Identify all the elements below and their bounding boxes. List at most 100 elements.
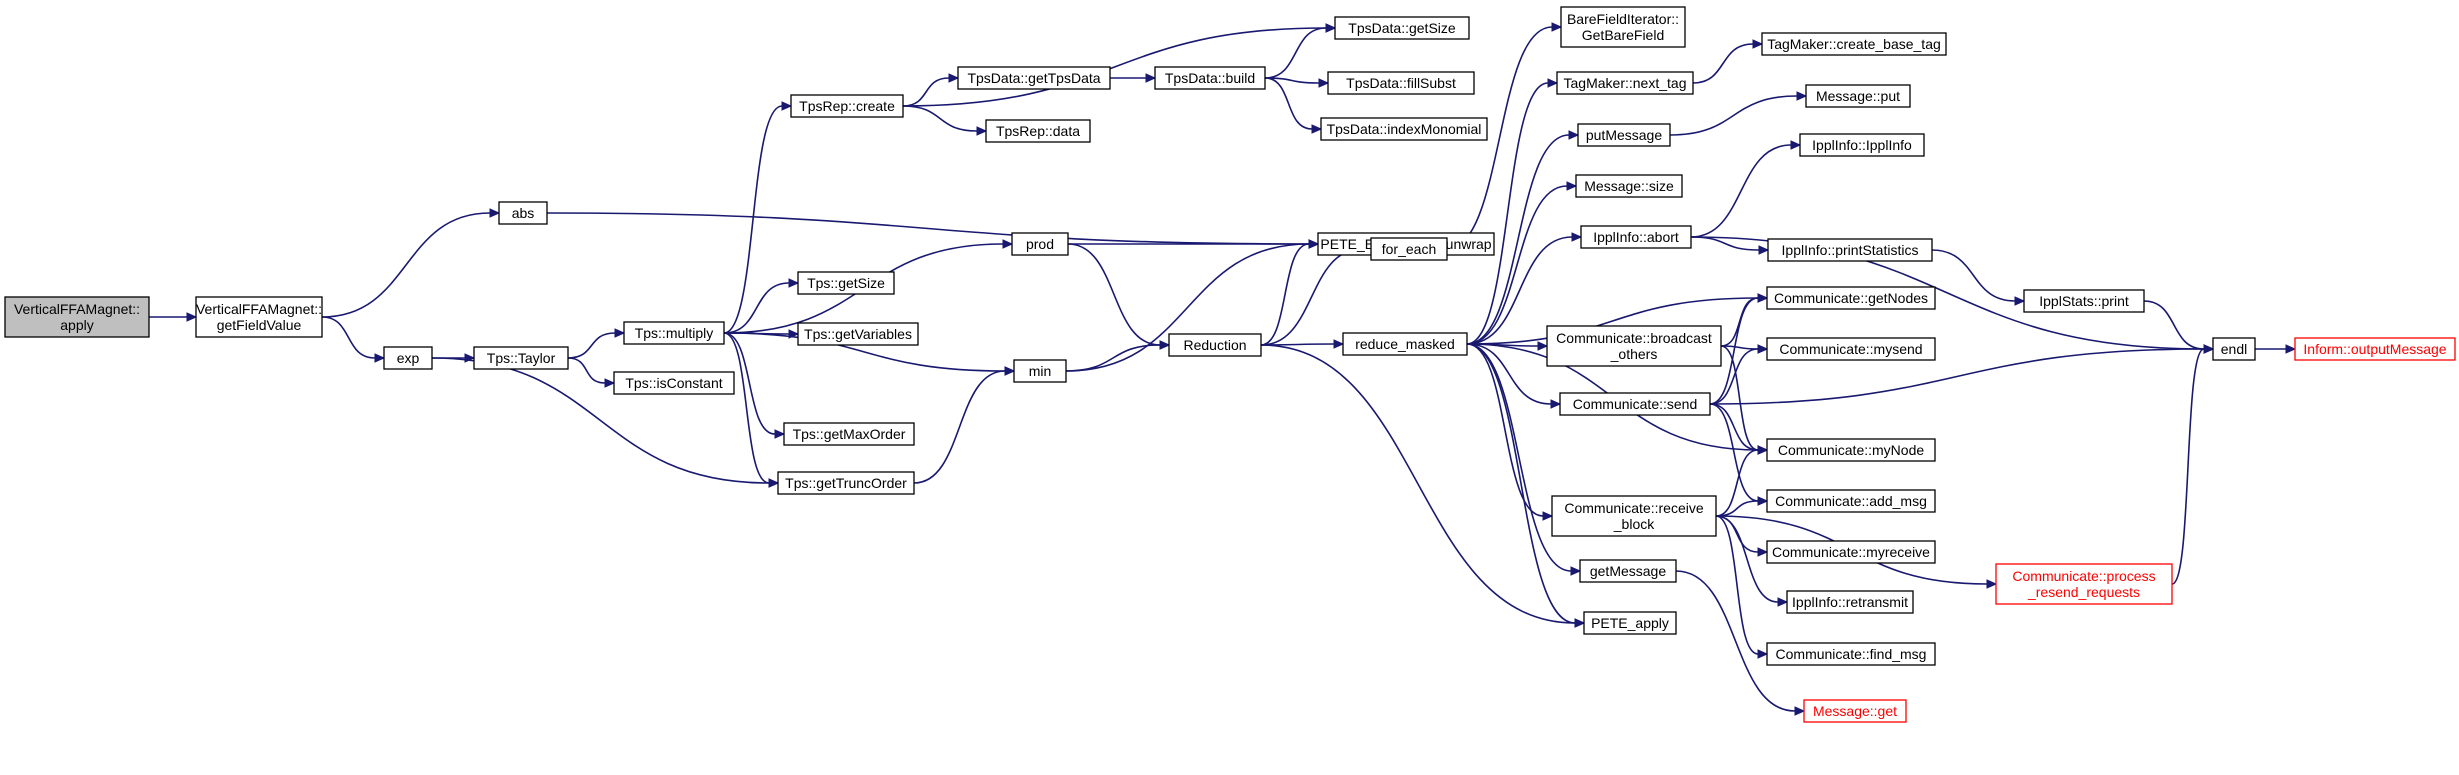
node-box bbox=[1803, 699, 1907, 723]
edge-tpsdata_build-to-tpsdata_indexmonomial bbox=[1264, 77, 1313, 130]
arrowhead-tpsdata_gettpsdata-to-tpsdata_build bbox=[1145, 73, 1157, 83]
node-communicate-receive-block[interactable]: Communicate::receive_block bbox=[1551, 495, 1717, 537]
arrowhead-communicate_process_resend-to-endl bbox=[2203, 344, 2215, 354]
node-endl[interactable]: endl bbox=[2212, 337, 2256, 361]
node-box bbox=[1766, 286, 1936, 310]
edge-tps_multiply-to-min bbox=[723, 332, 1006, 372]
node-tagmaker-next-tag[interactable]: TagMaker::next_tag bbox=[1556, 71, 1694, 95]
node-tpsdata-gettpsdata[interactable]: TpsData::getTpsData bbox=[957, 66, 1111, 90]
nodes-layer: VerticalFFAMagnet::apply VerticalFFAMagne… bbox=[4, 6, 2456, 723]
edge-tpsdata_build-to-tpsdata_fillsubst bbox=[1264, 77, 1320, 84]
node-tps-getsize[interactable]: Tps::getSize bbox=[797, 271, 895, 295]
node-tps-multiply[interactable]: Tps::multiply bbox=[623, 321, 725, 345]
node-label: TpsRep::create bbox=[799, 98, 895, 114]
arrowhead-reduce_masked-to-pete_apply bbox=[1574, 618, 1586, 628]
node-label: putMessage bbox=[1586, 127, 1662, 143]
node-label: Communicate::myNode bbox=[1778, 442, 1924, 458]
node-box bbox=[1370, 237, 1448, 261]
node-label: Tps::getSize bbox=[807, 275, 885, 291]
node-label: TpsData::build bbox=[1165, 70, 1255, 86]
node-root[interactable]: VerticalFFAMagnet::apply bbox=[4, 296, 150, 338]
node-label: Tps::Taylor bbox=[487, 350, 556, 366]
node-prod[interactable]: prod bbox=[1011, 232, 1069, 256]
node-label: _others bbox=[1610, 346, 1658, 362]
node-ipplinfo-ipplinfo[interactable]: IpplInfo::IpplInfo bbox=[1799, 133, 1925, 157]
arrowhead-tpsrep_create-to-tpsrep_data bbox=[976, 126, 988, 136]
node-tps-getmaxorder[interactable]: Tps::getMaxOrder bbox=[783, 422, 915, 446]
node-box bbox=[1786, 590, 1914, 614]
node-tagmaker-create-base-tag[interactable]: TagMaker::create_base_tag bbox=[1761, 32, 1947, 56]
node-barefielditerator[interactable]: BareFieldIterator::GetBareField bbox=[1560, 6, 1686, 48]
edge-tps_taylor-to-tps_isconstant bbox=[567, 357, 606, 384]
arrowhead-getfieldvalue-to-exp bbox=[374, 353, 386, 363]
arrowhead-tagmaker_next_tag-to-tagmaker_create_base_tag bbox=[1752, 39, 1764, 49]
node-tps-getvariables[interactable]: Tps::getVariables bbox=[797, 322, 919, 346]
edge-reduce_masked-to-tagmaker_next_tag bbox=[1466, 82, 1549, 345]
node-communicate-mynode[interactable]: Communicate::myNode bbox=[1766, 438, 1936, 462]
node-tpsdata-fillsubst[interactable]: TpsData::fillSubst bbox=[1327, 71, 1475, 95]
node-tpsrep-create[interactable]: TpsRep::create bbox=[790, 94, 904, 118]
arrowhead-for_each-to-barefielditerator bbox=[1551, 22, 1563, 32]
node-label: PETE_apply bbox=[1591, 615, 1669, 631]
edge-communicate_send-to-communicate_mynode bbox=[1709, 403, 1759, 451]
node-tpsdata-getsize[interactable]: TpsData::getSize bbox=[1334, 16, 1470, 40]
node-ipplinfo-retransmit[interactable]: IpplInfo::retransmit bbox=[1786, 590, 1914, 614]
node-reduction[interactable]: Reduction bbox=[1168, 333, 1262, 357]
edge-min-to-pete_unwrap bbox=[1065, 243, 1310, 372]
node-getmessage[interactable]: getMessage bbox=[1579, 559, 1677, 583]
edge-tpsrep_create-to-tpsrep_data bbox=[902, 105, 978, 132]
node-message-size[interactable]: Message::size bbox=[1575, 174, 1683, 198]
node-label: TpsData::getSize bbox=[1348, 20, 1456, 36]
node-ipplinfo-printstatistics[interactable]: IpplInfo::printStatistics bbox=[1767, 238, 1933, 262]
arrowhead-tpsdata_build-to-tpsdata_indexmonomial bbox=[1311, 124, 1323, 134]
node-tps-gettruncorder[interactable]: Tps::getTruncOrder bbox=[777, 471, 915, 495]
edge-communicate_send-to-communicate_add_msg bbox=[1709, 403, 1759, 502]
node-inform-outputmessage[interactable]: Inform::outputMessage bbox=[2294, 337, 2456, 361]
node-communicate-find-msg[interactable]: Communicate::find_msg bbox=[1766, 642, 1936, 666]
node-tpsrep-data[interactable]: TpsRep::data bbox=[985, 119, 1091, 143]
node-label: apply bbox=[60, 317, 93, 333]
node-communicate-mysend[interactable]: Communicate::mysend bbox=[1766, 337, 1936, 361]
node-message-put[interactable]: Message::put bbox=[1805, 84, 1911, 108]
edge-tps_multiply-to-tps_getmaxorder bbox=[723, 332, 776, 435]
node-for-each[interactable]: for_each bbox=[1370, 237, 1448, 261]
arrowhead-endl-to-inform_outputmessage bbox=[2285, 344, 2297, 354]
edge-reduce_masked-to-communicate_getnodes bbox=[1466, 297, 1759, 345]
node-tps-isconstant[interactable]: Tps::isConstant bbox=[613, 371, 735, 395]
arrowhead-root-to-getfieldvalue bbox=[186, 312, 198, 322]
node-label: Tps::getMaxOrder bbox=[793, 426, 906, 442]
node-box bbox=[1556, 71, 1694, 95]
node-label: TpsRep::data bbox=[996, 123, 1080, 139]
node-tps-taylor[interactable]: Tps::Taylor bbox=[473, 346, 569, 370]
node-label: abs bbox=[512, 205, 535, 221]
node-communicate-broadcast-others[interactable]: Communicate::broadcast_others bbox=[1546, 325, 1722, 367]
node-label: TpsData::fillSubst bbox=[1346, 75, 1456, 91]
edge-reduction-to-pete_unwrap bbox=[1260, 243, 1310, 346]
node-label: Communicate::mysend bbox=[1779, 341, 1922, 357]
node-communicate-process-resend[interactable]: Communicate::process_resend_requests bbox=[1995, 563, 2173, 605]
node-communicate-getnodes[interactable]: Communicate::getNodes bbox=[1766, 286, 1936, 310]
node-tpsdata-indexmonomial[interactable]: TpsData::indexMonomial bbox=[1320, 117, 1488, 141]
node-ipplstats-print[interactable]: IpplStats::print bbox=[2023, 289, 2145, 313]
node-reduce-masked[interactable]: reduce_masked bbox=[1342, 332, 1468, 356]
node-communicate-myreceive[interactable]: Communicate::myreceive bbox=[1766, 540, 1936, 564]
edge-reduction-to-pete_apply bbox=[1260, 344, 1576, 624]
edge-tpsrep_create-to-tpsdata_gettpsdata bbox=[902, 77, 950, 107]
arrowhead-communicate_receive_block-to-communicate_mynode bbox=[1757, 445, 1769, 455]
node-label: prod bbox=[1026, 236, 1054, 252]
arrowhead-communicate_receive_block-to-communicate_find_msg bbox=[1757, 649, 1769, 659]
node-putmessage[interactable]: putMessage bbox=[1577, 123, 1671, 147]
node-box bbox=[985, 119, 1091, 143]
node-communicate-send[interactable]: Communicate::send bbox=[1559, 392, 1711, 416]
node-label: Inform::outputMessage bbox=[2303, 341, 2446, 357]
node-tpsdata-build[interactable]: TpsData::build bbox=[1154, 66, 1266, 90]
node-pete-apply[interactable]: PETE_apply bbox=[1583, 611, 1677, 635]
arrowhead-communicate_receive_block-to-communicate_process_resend bbox=[1986, 579, 1998, 589]
node-communicate-add-msg[interactable]: Communicate::add_msg bbox=[1766, 489, 1936, 513]
node-min[interactable]: min bbox=[1013, 359, 1067, 383]
node-abs[interactable]: abs bbox=[498, 201, 548, 225]
node-message-get[interactable]: Message::get bbox=[1803, 699, 1907, 723]
node-exp[interactable]: exp bbox=[383, 346, 433, 370]
node-getfieldvalue[interactable]: VerticalFFAMagnet::getFieldValue bbox=[195, 296, 323, 338]
node-ipplinfo-abort[interactable]: IpplInfo::abort bbox=[1580, 225, 1692, 249]
